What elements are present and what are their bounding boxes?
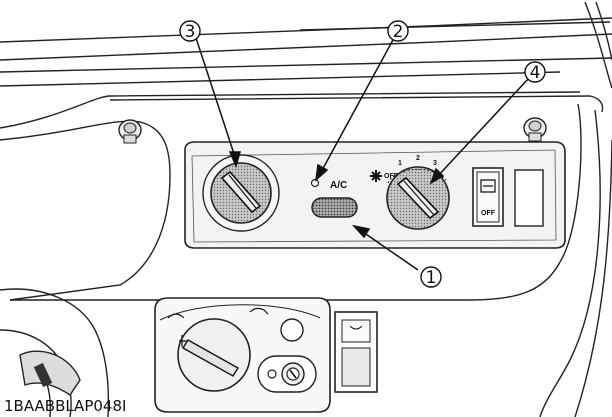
temperature-knob[interactable] bbox=[202, 154, 280, 232]
fan-icon bbox=[370, 170, 382, 182]
fan-off-label: OFF bbox=[384, 173, 399, 180]
fan-speed-3-label: 3 bbox=[433, 160, 437, 167]
callout-2: 2 bbox=[387, 20, 409, 42]
lower-dial[interactable] bbox=[177, 318, 251, 392]
ac-indicator-lamp bbox=[310, 178, 320, 188]
roof-outline bbox=[0, 1, 612, 89]
leader-line-1 bbox=[351, 224, 419, 271]
fan-speed-2-label: 2 bbox=[416, 155, 420, 162]
svg-text:1: 1 bbox=[426, 268, 437, 288]
ac-label: A/C bbox=[330, 180, 347, 191]
figure-id: 1BAABBLAP048I bbox=[4, 397, 126, 415]
lower-rocker-switch[interactable] bbox=[334, 311, 378, 393]
steering-lever bbox=[19, 350, 81, 396]
bolt-right bbox=[523, 117, 547, 142]
lower-round-button[interactable] bbox=[280, 318, 304, 342]
bolt-left bbox=[118, 119, 142, 144]
control-panel bbox=[184, 141, 566, 249]
svg-text:3: 3 bbox=[185, 22, 196, 42]
leader-line-4 bbox=[429, 77, 530, 185]
leader-line-2 bbox=[314, 37, 395, 182]
callout-4: 4 bbox=[524, 61, 546, 83]
rocker-off-label: OFF bbox=[481, 210, 496, 217]
svg-text:2: 2 bbox=[393, 22, 404, 42]
blank-switch-slot bbox=[514, 169, 544, 227]
callout-3: 3 bbox=[179, 20, 201, 42]
ac-button[interactable] bbox=[311, 197, 358, 218]
leader-line-3 bbox=[195, 37, 241, 169]
callout-1: 1 bbox=[420, 266, 442, 288]
key-switch[interactable] bbox=[257, 355, 317, 393]
lower-side-icons bbox=[167, 307, 269, 319]
fan-speed-knob[interactable] bbox=[386, 166, 450, 230]
svg-text:4: 4 bbox=[530, 63, 541, 83]
rocker-switch[interactable] bbox=[472, 167, 504, 227]
fan-speed-1-label: 1 bbox=[398, 160, 402, 167]
